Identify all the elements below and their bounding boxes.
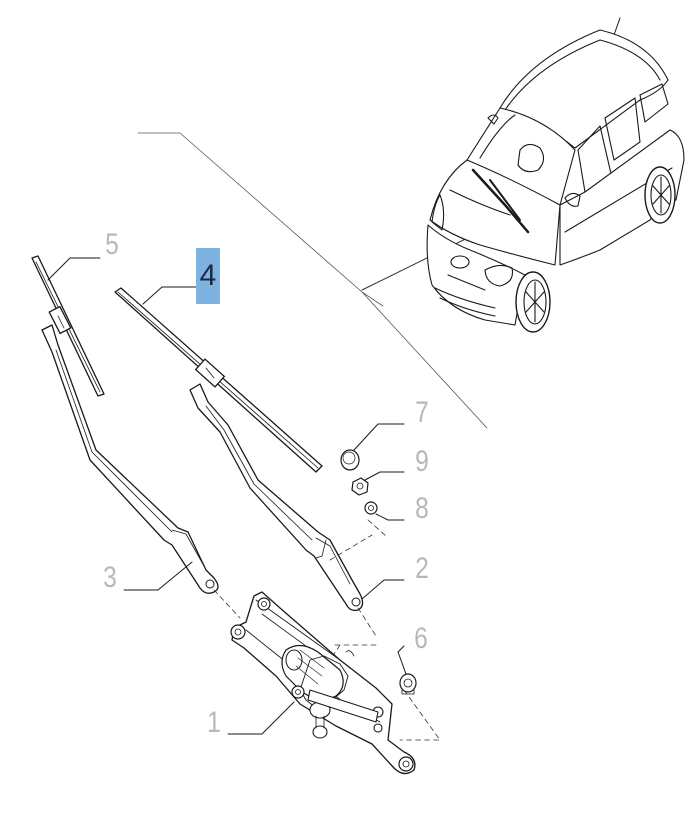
reference-frame-line <box>137 132 488 429</box>
leader-5 <box>47 257 101 281</box>
leader-6 <box>397 645 407 675</box>
callout-1: 1 <box>207 706 221 739</box>
leader-2 <box>361 579 405 600</box>
part-7-cap <box>340 449 360 471</box>
callout-7: 7 <box>415 396 429 429</box>
part-8-washer <box>364 501 378 515</box>
part-1-wiper-motor-linkage <box>230 591 416 775</box>
callout-2: 2 <box>415 552 429 585</box>
leader-1 <box>227 701 295 735</box>
callout-8: 8 <box>415 492 429 525</box>
leader-8 <box>375 513 405 521</box>
leader-7 <box>353 423 405 451</box>
leader-9 <box>364 471 405 481</box>
callout-leader-lines <box>47 257 407 735</box>
part-5-wiper-blade <box>31 255 105 397</box>
reference-pointer-line <box>361 291 384 307</box>
callout-5: 5 <box>105 228 119 261</box>
part-9-nut <box>351 477 369 496</box>
callout-9: 9 <box>415 445 429 478</box>
callout-3: 3 <box>103 561 117 594</box>
assembly-guide-lines <box>213 519 441 741</box>
leader-3 <box>123 561 193 591</box>
part-3-wiper-arm <box>41 324 219 594</box>
part-4-wiper-blade <box>114 287 323 473</box>
part-6-grommet <box>399 673 417 695</box>
callout-4-highlighted: 4 <box>196 248 220 304</box>
callout-6: 6 <box>414 622 428 655</box>
part-2-wiper-arm <box>189 383 364 612</box>
leader-4 <box>142 286 197 305</box>
car-illustration <box>426 17 685 333</box>
